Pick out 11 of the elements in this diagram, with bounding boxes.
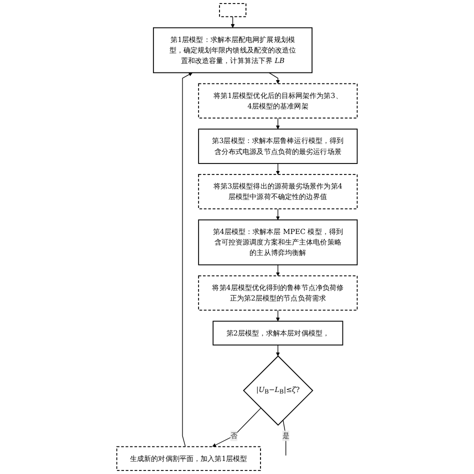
arrow [276, 163, 280, 175]
node-box [219, 3, 246, 18]
arrow [276, 264, 280, 276]
arrow [182, 72, 193, 447]
arrow [276, 310, 280, 322]
arrow [276, 208, 280, 220]
arrow [276, 344, 280, 356]
arrow [230, 16, 235, 28]
arrow [268, 72, 280, 84]
arrow [212, 408, 262, 447]
arrow [276, 118, 280, 130]
